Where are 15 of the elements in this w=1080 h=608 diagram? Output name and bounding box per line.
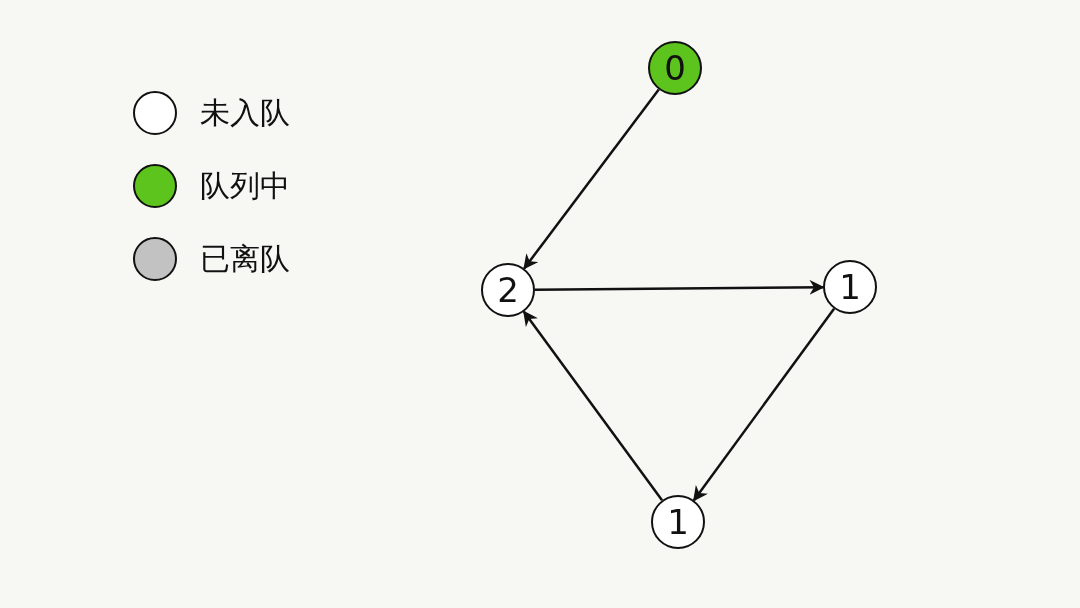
graph-node [481, 263, 535, 317]
legend-text: 未入队 [200, 98, 290, 128]
node-number: 1 [839, 267, 861, 307]
arrow [523, 88, 660, 270]
arrow [522, 310, 664, 501]
node-number: 2 [497, 270, 519, 310]
arrow [535, 279, 825, 295]
legend-text: 队列中 [200, 171, 290, 201]
node-number: 1 [667, 502, 689, 542]
legend-text: 已离队 [200, 244, 290, 274]
graph-node [823, 260, 877, 314]
arrow [692, 308, 836, 502]
node-number: 0 [664, 48, 686, 88]
graph-node [648, 41, 702, 95]
graph-node [651, 495, 705, 549]
